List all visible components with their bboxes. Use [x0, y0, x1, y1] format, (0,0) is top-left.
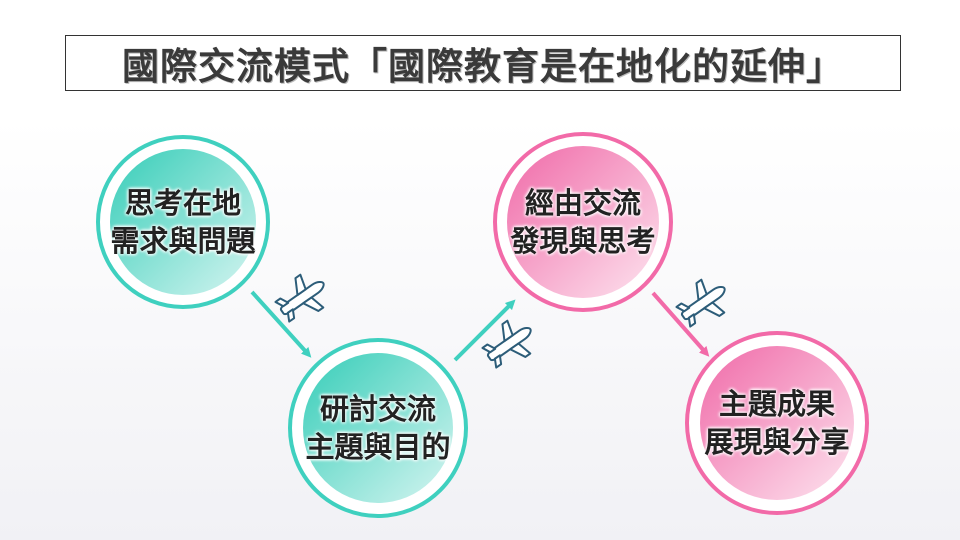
- node-3-line1: 經由交流: [524, 186, 641, 220]
- node-2-line1: 研討交流: [319, 392, 436, 426]
- node-1-line1: 思考在地: [124, 186, 241, 220]
- connector-2-3: [453, 299, 516, 362]
- node-1-circle: [96, 135, 270, 309]
- page-title: 國際交流模式「國際教育是在地化的延伸」: [122, 44, 844, 88]
- node-4-circle: [685, 331, 869, 515]
- connector-3-4: [651, 291, 710, 357]
- airplane-icon: [269, 265, 336, 330]
- node-4-label: 主題成果 展現與分享: [692, 383, 862, 463]
- node-1-line2: 需求與問題: [110, 224, 256, 258]
- airplane-icon: [476, 311, 543, 376]
- node-3-line2: 發現與思考: [510, 224, 656, 258]
- connector-1-2: [250, 290, 312, 358]
- node-3-label: 經由交流 發現與思考: [498, 182, 668, 262]
- node-1-label: 思考在地 需求與問題: [98, 182, 268, 262]
- node-4-line1: 主題成果: [718, 387, 835, 421]
- title-box: 國際交流模式「國際教育是在地化的延伸」: [65, 35, 901, 91]
- node-2-circle: [288, 338, 468, 518]
- node-2-line2: 主題與目的: [305, 430, 451, 464]
- node-4-line2: 展現與分享: [704, 425, 850, 459]
- node-3-circle: [493, 132, 673, 312]
- node-2-label: 研討交流 主題與目的: [293, 388, 463, 468]
